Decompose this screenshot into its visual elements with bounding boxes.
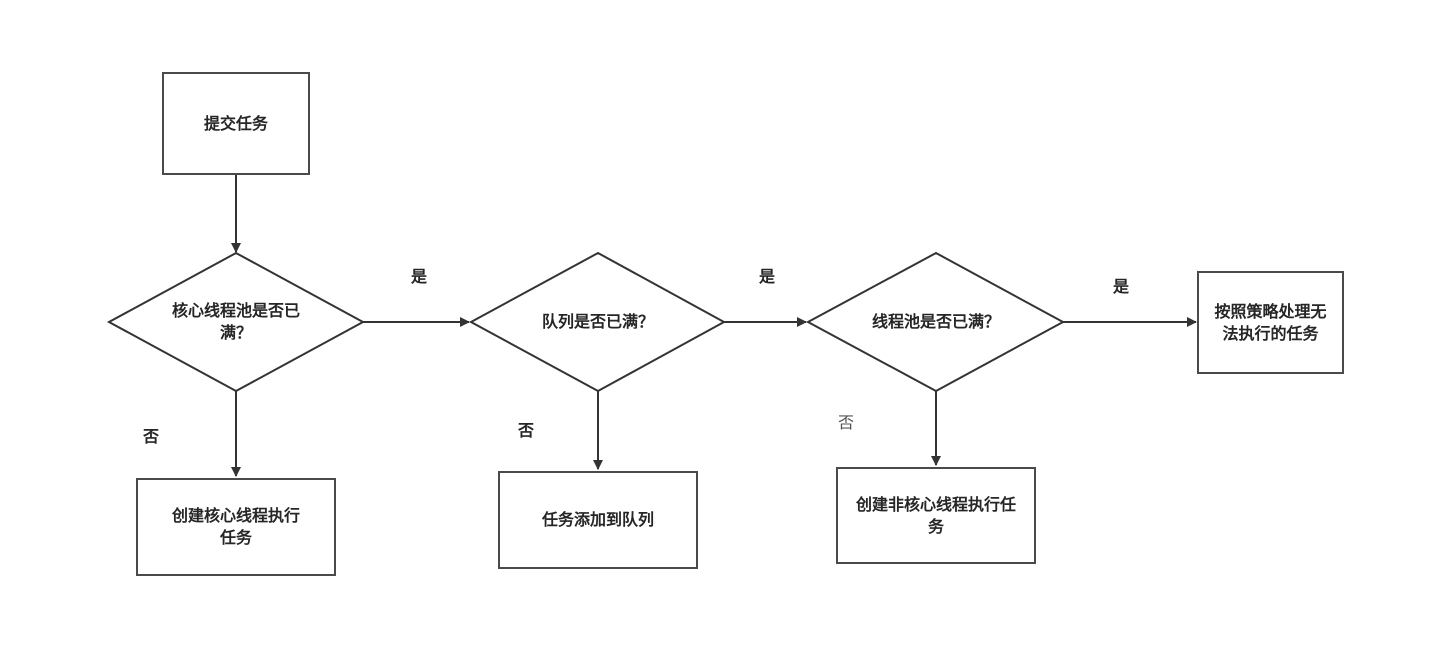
process-create-core-thread: 创建核心线程执行任务 <box>136 478 336 576</box>
decision-queue-full-label: 队列是否已满？ <box>541 312 654 331</box>
process-create-core-thread-label: 创建核心线程执行任务 <box>171 506 300 547</box>
process-reject-by-policy-label: 按照策略处理无法执行的任务 <box>1214 301 1327 343</box>
decision-pool-full-label: 线程池是否已满？ <box>871 312 1000 331</box>
edge-label-pool-no: 否 <box>838 413 855 432</box>
process-create-noncore-thread: 创建非核心线程执行任务 <box>836 467 1036 564</box>
process-add-to-queue-label: 任务添加到队列 <box>541 510 654 529</box>
edge-label-pool-yes: 是 <box>1113 277 1130 296</box>
edge-label-queue-no: 否 <box>518 421 535 440</box>
process-add-to-queue: 任务添加到队列 <box>498 471 698 569</box>
edge-label-queue-yes: 是 <box>759 267 776 286</box>
process-reject-by-policy: 按照策略处理无法执行的任务 <box>1197 271 1344 374</box>
process-submit-task: 提交任务 <box>162 72 310 175</box>
edge-label-core-yes: 是 <box>411 267 428 286</box>
decision-core-full-label: 核心线程池是否已满？ <box>171 301 300 342</box>
process-create-noncore-thread-label: 创建非核心线程执行任务 <box>855 494 1016 536</box>
edge-label-core-no: 否 <box>143 427 160 446</box>
process-submit-task-label: 提交任务 <box>203 113 268 133</box>
